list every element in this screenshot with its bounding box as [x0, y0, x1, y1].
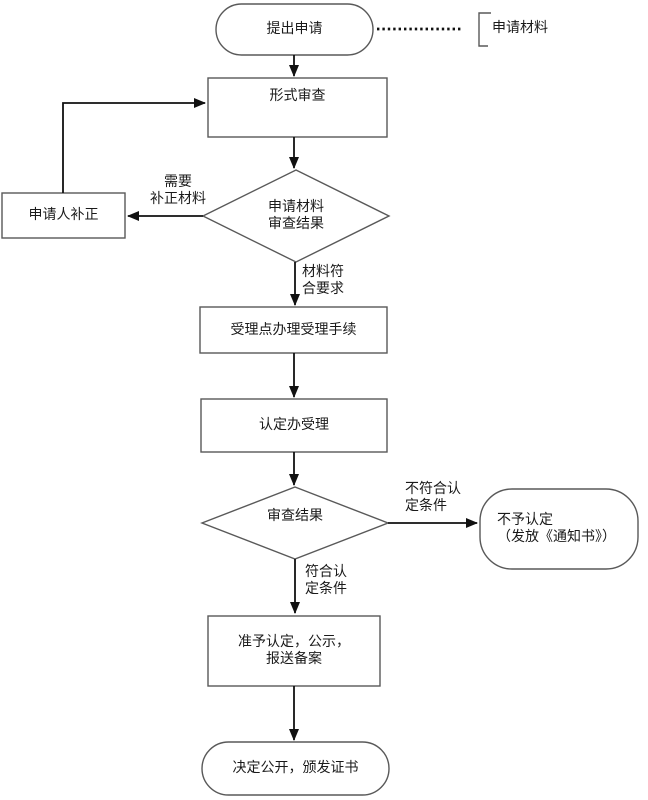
decision-issue-shape — [201, 741, 390, 796]
review-result-label: 审查结果 — [267, 508, 323, 524]
not-accredited-label: 不予认定 （发放《通知书》） — [497, 512, 616, 545]
material-review-result-shape — [201, 169, 391, 263]
approve-publicize-shape — [207, 615, 381, 687]
formal-review-label: 形式审查 — [269, 88, 326, 104]
materials-bracket — [478, 12, 491, 47]
formal-review-shape — [207, 77, 388, 138]
edge-label-need-supplement: 需要 补正材料 — [150, 174, 206, 207]
applicant-supplement-label: 申请人补正 — [28, 207, 99, 223]
edge-label-not-meet-conditions: 不符合认 定条件 — [405, 481, 461, 514]
application-materials-label: 申请材料 — [492, 20, 548, 36]
approve-publicize-label: 准予认定，公示， 报送备案 — [238, 634, 350, 667]
edge-label-materials-meet: 材料符 合要求 — [302, 264, 344, 297]
accreditation-office-label: 认定办受理 — [259, 417, 329, 433]
arrow-supplement-back-to-formal-review — [62, 98, 206, 193]
material-review-result-label: 申请材料 审查结果 — [268, 199, 324, 232]
decision-issue-label: 决定公开，颁发证书 — [232, 760, 359, 776]
applicant-supplement-shape — [1, 192, 126, 239]
not-accredited-shape — [479, 488, 639, 570]
start-label: 提出申请 — [266, 21, 323, 37]
accreditation-office-shape — [200, 398, 388, 453]
acceptance-point-label: 受理点办理受理手续 — [230, 321, 357, 338]
edge-label-meet-conditions: 符合认 定条件 — [305, 564, 347, 597]
